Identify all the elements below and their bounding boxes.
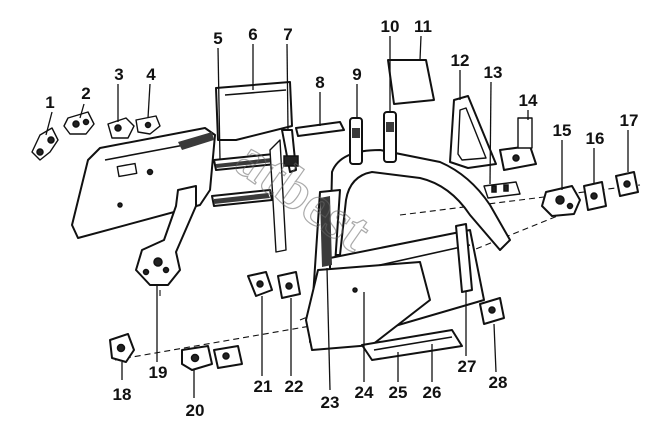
part-7-run-channel [281, 129, 299, 173]
callout-13: 13 [484, 63, 503, 82]
part-19-window-regulator [135, 185, 197, 286]
callout-2: 2 [81, 84, 90, 103]
part-4-check-strap [135, 115, 161, 135]
leader-lines [45, 35, 629, 398]
part-13-bracket [483, 181, 521, 199]
part-28-lock-striker [479, 297, 505, 325]
front-door-trim-panel [71, 127, 216, 239]
callout-28: 28 [489, 373, 508, 392]
callout-26: 26 [423, 383, 442, 402]
callout-19: 19 [149, 363, 168, 382]
part-14-door-lock [499, 117, 537, 171]
callout-23: 23 [321, 393, 340, 412]
callout-18: 18 [113, 385, 132, 404]
callout-15: 15 [553, 121, 572, 140]
callout-27: 27 [458, 357, 477, 376]
part-6-front-door-glass [215, 81, 293, 141]
part-10-rear-run-channel [383, 111, 397, 163]
part-21-hinge [247, 271, 273, 297]
part-27-division-bar [455, 223, 473, 293]
callout-8: 8 [315, 73, 324, 92]
part-25-rear-quarter-glass [361, 329, 463, 361]
part-12-quarter-window-seal [449, 95, 497, 169]
part-20-hinge [181, 345, 243, 371]
callout-7: 7 [283, 25, 292, 44]
callout-3: 3 [114, 65, 123, 84]
part-22-hinge [277, 271, 301, 299]
part-1-hinge [31, 127, 59, 161]
callout-20: 20 [186, 401, 205, 420]
callout-22: 22 [285, 377, 304, 396]
callout-1: 1 [45, 93, 54, 112]
callout-9: 9 [352, 65, 361, 84]
part-5-glass-channel [211, 153, 277, 207]
part-23-seal-strip [320, 196, 332, 267]
part-15-lock-mechanism [541, 185, 581, 217]
part-9-rear-run-channel [349, 117, 363, 165]
callout-labels: 1 2 3 4 5 6 7 8 9 10 11 12 13 14 15 16 1… [45, 17, 638, 420]
callout-11: 11 [414, 17, 432, 36]
callout-5: 5 [213, 29, 222, 48]
callout-21: 21 [254, 377, 273, 396]
callout-14: 14 [519, 91, 538, 110]
part-11-vent-glass [387, 59, 435, 105]
part-17-striker-plate [615, 171, 639, 197]
callout-16: 16 [586, 129, 605, 148]
callout-25: 25 [389, 383, 408, 402]
part-3-bracket [107, 117, 135, 139]
part-16-lock-striker [583, 181, 607, 211]
callout-10: 10 [381, 17, 400, 36]
part-18-hinge [109, 333, 135, 363]
callout-6: 6 [248, 25, 257, 44]
part-2-hinge [63, 111, 95, 135]
callout-24: 24 [355, 383, 374, 402]
callout-4: 4 [146, 65, 156, 84]
callout-12: 12 [451, 51, 470, 70]
part-8-belt-moulding [269, 121, 345, 253]
callout-17: 17 [620, 111, 639, 130]
